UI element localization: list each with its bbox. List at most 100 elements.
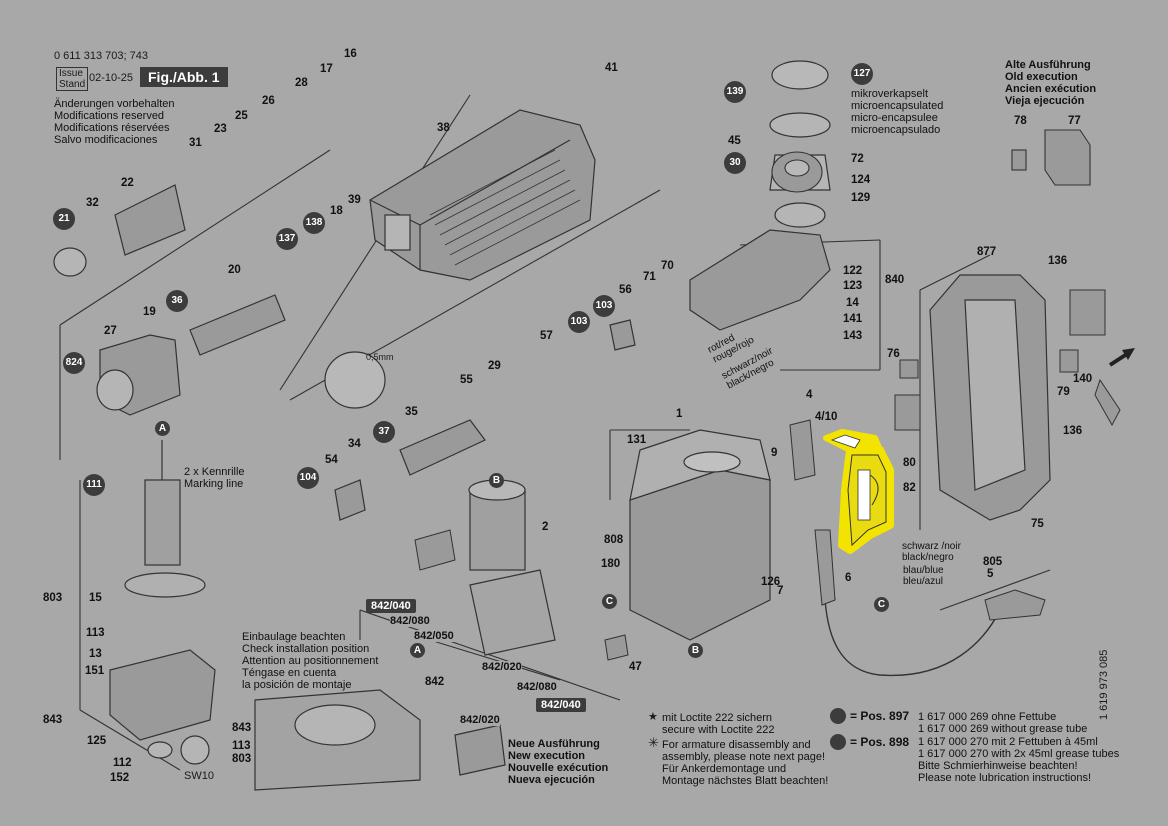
part-label[interactable]: 805	[983, 556, 1003, 568]
part-label[interactable]: 27	[104, 325, 117, 337]
part-label[interactable]: 4	[806, 389, 813, 401]
part-label[interactable]: 113	[86, 627, 105, 639]
part-label[interactable]: 17	[320, 63, 333, 75]
part-label[interactable]: 6	[845, 572, 852, 584]
part-label[interactable]: 143	[843, 330, 863, 342]
part-label[interactable]: 18	[330, 205, 343, 217]
part-label[interactable]: 57	[540, 330, 553, 342]
part-label[interactable]: 77	[1068, 115, 1081, 127]
part-label[interactable]: 19	[143, 306, 156, 318]
part-bubble[interactable]: 36	[166, 290, 188, 312]
subassembly-box[interactable]: 842/040	[366, 599, 416, 613]
part-label[interactable]: 82	[903, 482, 916, 494]
part-label[interactable]: 16	[344, 48, 357, 60]
part-label[interactable]: 28	[295, 77, 308, 89]
part-label[interactable]: 843	[43, 714, 63, 726]
part-label[interactable]: 7	[777, 585, 784, 597]
part-label[interactable]: 56	[619, 284, 632, 296]
wire-black2-2: black/negro	[902, 552, 954, 563]
part-label[interactable]: 843	[232, 722, 252, 734]
part-bubble[interactable]: 824	[63, 352, 85, 374]
part-bubble[interactable]: 104	[297, 467, 319, 489]
subassembly-label[interactable]: 842/080	[517, 681, 557, 693]
new-exec-en: New execution	[508, 750, 586, 762]
part-label[interactable]: 75	[1031, 518, 1044, 530]
part-label[interactable]: 72	[851, 153, 864, 165]
part-label[interactable]: 125	[87, 735, 107, 747]
part-label[interactable]: 38	[437, 122, 450, 134]
part-label[interactable]: 136	[1063, 425, 1083, 437]
old-exec-fr: Ancien exécution	[1005, 83, 1097, 95]
part-bubble[interactable]: 139	[724, 81, 746, 103]
part-label[interactable]: 123	[843, 280, 863, 292]
part-bubble[interactable]: 37	[373, 421, 395, 443]
part-label[interactable]: 20	[228, 264, 241, 276]
part-label[interactable]: 9	[771, 447, 778, 459]
part-label[interactable]: 35	[405, 406, 418, 418]
part-label[interactable]: 31	[189, 137, 202, 149]
part-label[interactable]: 79	[1057, 386, 1070, 398]
part-label[interactable]: 39	[348, 194, 361, 206]
part-label[interactable]: 136	[1048, 255, 1068, 267]
part-label[interactable]: 877	[977, 246, 997, 258]
part-bubble[interactable]: 138	[303, 212, 325, 234]
part-label[interactable]: 4/10	[815, 411, 838, 423]
part-label[interactable]: 140	[1073, 373, 1093, 385]
wire-blue-label: blau/blue bleu/azul	[903, 565, 944, 587]
part-label[interactable]: 180	[601, 558, 621, 570]
subassembly-box[interactable]: 842/040	[536, 698, 586, 712]
part-bubble[interactable]: 103	[568, 311, 590, 333]
part-label[interactable]: 803	[43, 592, 63, 604]
part-label[interactable]: 1	[676, 408, 683, 420]
part-label[interactable]: 113	[232, 740, 251, 752]
part-label[interactable]: 76	[887, 348, 900, 360]
part-label[interactable]: 55	[460, 374, 473, 386]
part-label[interactable]: 23	[214, 123, 227, 135]
part-label[interactable]: 32	[86, 197, 99, 209]
part-label[interactable]: 25	[235, 110, 248, 122]
part-label[interactable]: 152	[110, 772, 130, 784]
part-bubble[interactable]: 30	[724, 152, 746, 174]
subassembly-label[interactable]: 842/020	[482, 661, 522, 673]
part-label[interactable]: 131	[627, 434, 647, 446]
part-label[interactable]: 26	[262, 95, 275, 107]
part-label[interactable]: 122	[843, 265, 863, 277]
part-bubble[interactable]: 103	[593, 295, 615, 317]
part-label[interactable]: 41	[605, 62, 618, 74]
part-bubble[interactable]: 111	[83, 474, 105, 496]
part-label[interactable]: 34	[348, 438, 361, 450]
highlighted-part-number[interactable]: 80	[903, 457, 916, 469]
part-label[interactable]: 112	[113, 757, 132, 769]
part-label[interactable]: 54	[325, 454, 338, 466]
part-label[interactable]: 22	[121, 177, 134, 189]
part-label[interactable]: 5	[987, 568, 994, 580]
part-label[interactable]: 13	[89, 648, 102, 660]
part-label[interactable]: 14	[846, 297, 859, 309]
part-bubble[interactable]: 21	[53, 208, 75, 230]
part-label[interactable]: 71	[643, 271, 656, 283]
part-label[interactable]: 842	[425, 676, 445, 688]
part-label[interactable]: 15	[89, 592, 102, 604]
part-bubble[interactable]: 137	[276, 228, 298, 250]
part-label[interactable]: 808	[604, 534, 624, 546]
part-label[interactable]: 78	[1014, 115, 1027, 127]
part-label[interactable]: 70	[661, 260, 674, 272]
part-label[interactable]: 2	[542, 521, 549, 533]
part-label[interactable]: 124	[851, 174, 871, 186]
part-label[interactable]: 29	[488, 360, 501, 372]
subassembly-label[interactable]: 842/050	[414, 630, 454, 642]
part-label[interactable]: 141	[843, 313, 863, 325]
part-label[interactable]: 840	[885, 274, 905, 286]
subassembly-label[interactable]: 842/080	[390, 615, 430, 627]
subassembly-label[interactable]: 842/020	[460, 714, 500, 726]
part-label[interactable]: 45	[728, 135, 741, 147]
part-label[interactable]: 126	[761, 576, 781, 588]
part-label[interactable]: 47	[629, 661, 642, 673]
part-label[interactable]: 803	[232, 753, 252, 765]
part-label[interactable]: 151	[85, 665, 105, 677]
part-bubble[interactable]: 127	[851, 63, 873, 85]
wire-black2-1: schwarz /noir	[902, 541, 961, 552]
new-execution-label: Neue Ausführung New execution Nouvelle e…	[508, 738, 608, 786]
part-label[interactable]: 129	[851, 192, 871, 204]
